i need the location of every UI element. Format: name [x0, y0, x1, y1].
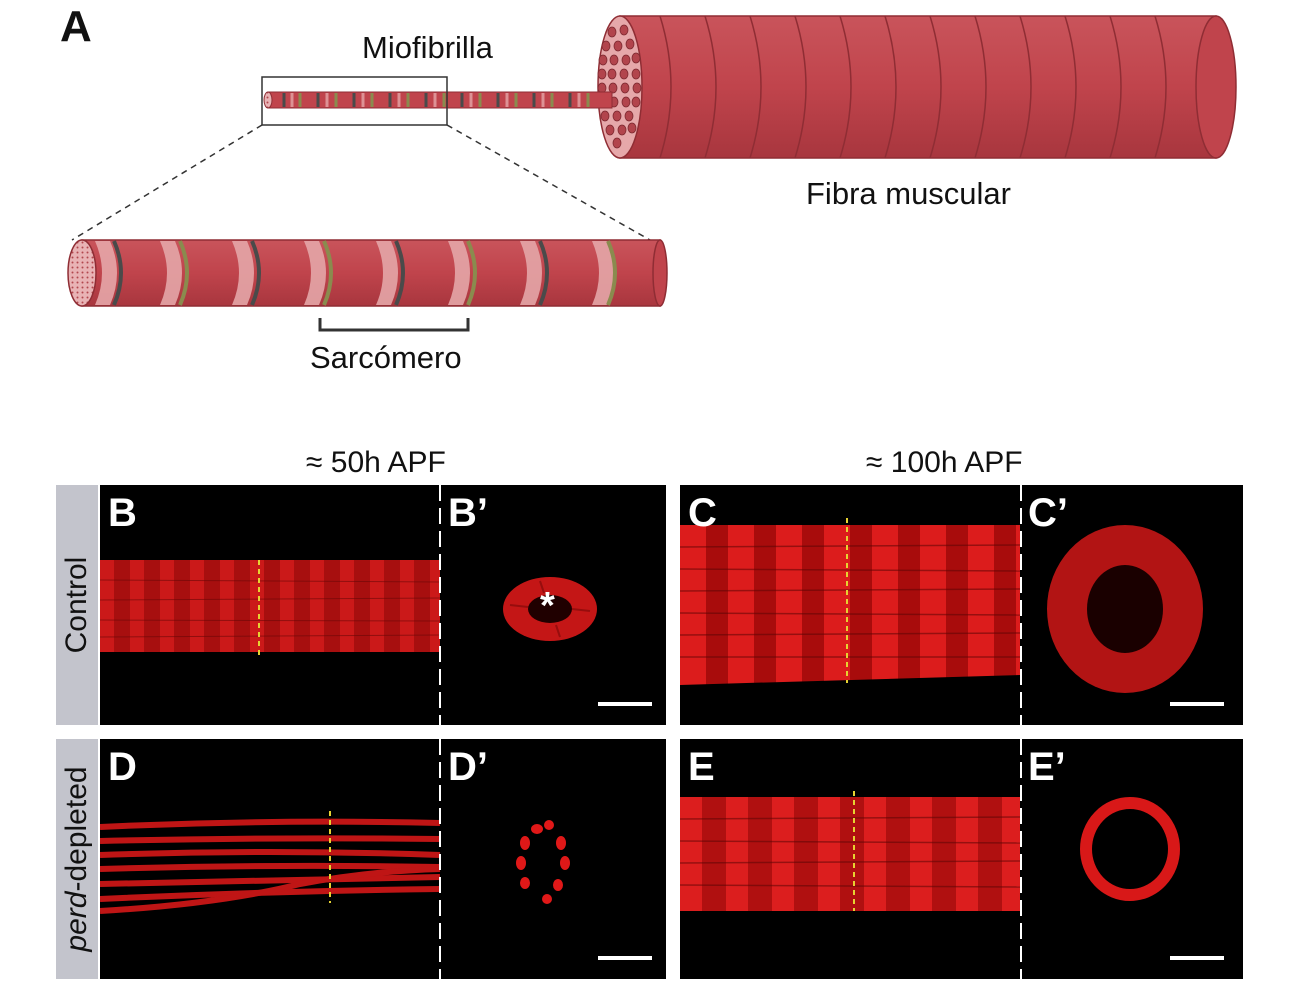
myofibril-label: Miofibrilla — [362, 30, 493, 65]
panel-letter-e: E — [688, 745, 715, 789]
lumen-asterisk: * — [540, 585, 555, 627]
panel-letter-b-prime: B’ — [448, 491, 488, 535]
panel-letter-b: B — [108, 491, 137, 535]
myofibril — [263, 91, 613, 109]
muscle-schematic — [67, 15, 1237, 332]
time-label-50h: ≈ 50h APF — [306, 446, 446, 479]
muscle-fiber-label: Fibra muscular — [806, 176, 1011, 211]
sarcomere-bracket — [318, 318, 470, 332]
panel-letter-d: D — [108, 745, 137, 789]
micrograph-perd-50h: D D’ — [100, 739, 666, 979]
perd-suffix: -depleted — [60, 766, 93, 892]
panel-letter-d-prime: D’ — [448, 745, 488, 789]
panel-letter-a: A — [60, 2, 92, 51]
zoom-guide-left — [71, 124, 263, 241]
panel-letter-c-prime: C’ — [1028, 491, 1068, 535]
panel-letter-e-prime: E’ — [1028, 745, 1066, 789]
micrograph-control-50h: B B’ * — [100, 485, 666, 725]
micrograph-perd-100h: E E’ — [680, 739, 1243, 979]
sarcomere-label: Sarcómero — [310, 340, 462, 375]
muscle-fiber — [597, 15, 1237, 159]
row-label-perd-box: perd-depleted — [56, 739, 98, 979]
time-label-100h: ≈ 100h APF — [866, 446, 1023, 479]
row-label-perd-depleted: perd-depleted — [60, 766, 94, 951]
micrograph-control-100h: C C’ — [680, 485, 1243, 725]
zoom-guide-right — [446, 124, 651, 241]
row-label-control-box: Control — [56, 485, 98, 725]
panel-letter-c: C — [688, 491, 717, 535]
row-label-control: Control — [60, 556, 93, 654]
perd-gene-name: perd — [60, 891, 93, 952]
zoom-box — [261, 76, 448, 126]
myofibril-enlarged — [67, 239, 668, 307]
